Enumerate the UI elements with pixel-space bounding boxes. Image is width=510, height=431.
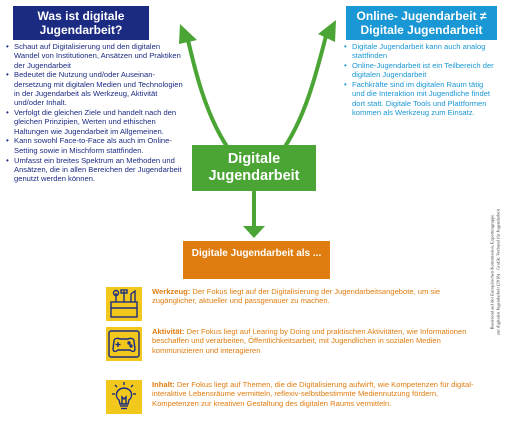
- left-bullet: Verfolgt die gleichen Ziele und handelt …: [6, 108, 186, 136]
- right-bullet-list: Digitale Jugendarbeit kann auch analog s…: [344, 42, 496, 118]
- right-bullet: Digitale Jugendarbeit kann auch analog s…: [344, 42, 496, 61]
- item-desc: Der Fokus liegt auf Learing by Doing und…: [152, 327, 467, 355]
- gamepad-icon: [106, 327, 142, 361]
- als-box: Digitale Jugendarbeit als ...: [183, 241, 330, 279]
- item-aktivitaet-text: Aktivität: Der Fokus liegt auf Learing b…: [152, 327, 477, 355]
- center-box: Digitale Jugendarbeit: [192, 145, 316, 191]
- item-inhalt: Inhalt: Der Fokus liegt auf Themen, die …: [106, 380, 477, 414]
- left-bullet: Umfasst ein breites Spektrum an Methoden…: [6, 156, 186, 184]
- item-inhalt-text: Inhalt: Der Fokus liegt auf Themen, die …: [152, 380, 477, 408]
- right-header-line1: Online- Jugendarbeit ≠: [356, 9, 487, 23]
- lightbulb-icon: [106, 380, 142, 414]
- item-desc: Der Fokus liegt auf der Digitalisierung …: [152, 287, 441, 306]
- right-bullet: Fachkräfte sind im digitalen Raum tätig …: [344, 80, 496, 117]
- item-desc: Der Fokus liegt auf Themen, die die Digi…: [152, 380, 474, 408]
- center-line1: Digitale: [227, 151, 281, 167]
- item-aktivitaet: Aktivität: Der Fokus liegt auf Learing b…: [106, 327, 477, 361]
- left-bullet: Kann sowohl Face-to-Face als auch im Onl…: [6, 136, 186, 155]
- left-bullet: Schaut auf Digitalisierung und den digit…: [6, 42, 186, 70]
- item-term: Werkzeug:: [152, 287, 191, 296]
- arrow-head-down: [243, 226, 265, 238]
- arrow-head-left: [179, 24, 197, 44]
- arrow-to-right: [284, 34, 328, 147]
- credit-line1: Basierend auf der Europäischen Kommissio…: [489, 214, 495, 330]
- als-box-label: Digitale Jugendarbeit als ...: [191, 248, 322, 259]
- right-header-line2: Digitale Jugendarbeit: [360, 23, 483, 37]
- item-term: Inhalt:: [152, 380, 175, 389]
- credit-line2: zur digitalen Jugendarbeit (2018) · Graf…: [495, 209, 500, 335]
- arrow-head-right: [318, 20, 336, 42]
- center-line2: Jugendarbeit: [208, 168, 300, 184]
- item-werkzeug: Werkzeug: Der Fokus liegt auf der Digita…: [106, 287, 477, 321]
- right-bullet: Online-Jugendarbeit ist ein Teilbereich …: [344, 61, 496, 80]
- tools-icon: [106, 287, 142, 321]
- item-werkzeug-text: Werkzeug: Der Fokus liegt auf der Digita…: [152, 287, 477, 306]
- side-credit: Basierend auf der Europäischen Kommissio…: [487, 190, 503, 355]
- left-header-line1: Was ist digitale: [37, 9, 125, 23]
- left-header-line2: Jugendarbeit?: [39, 23, 123, 37]
- item-term: Aktivität:: [152, 327, 185, 336]
- credit-text: Basierend auf der Europäischen Kommissio…: [490, 209, 501, 335]
- left-bullet-list: Schaut auf Digitalisierung und den digit…: [6, 42, 186, 184]
- right-header: Online- Jugendarbeit ≠ Digitale Jugendar…: [346, 6, 497, 40]
- left-header: Was ist digitale Jugendarbeit?: [13, 6, 149, 40]
- left-bullet: Bedeutet die Nutzung und/oder Auseinan­d…: [6, 70, 186, 107]
- arrow-to-left: [186, 38, 228, 147]
